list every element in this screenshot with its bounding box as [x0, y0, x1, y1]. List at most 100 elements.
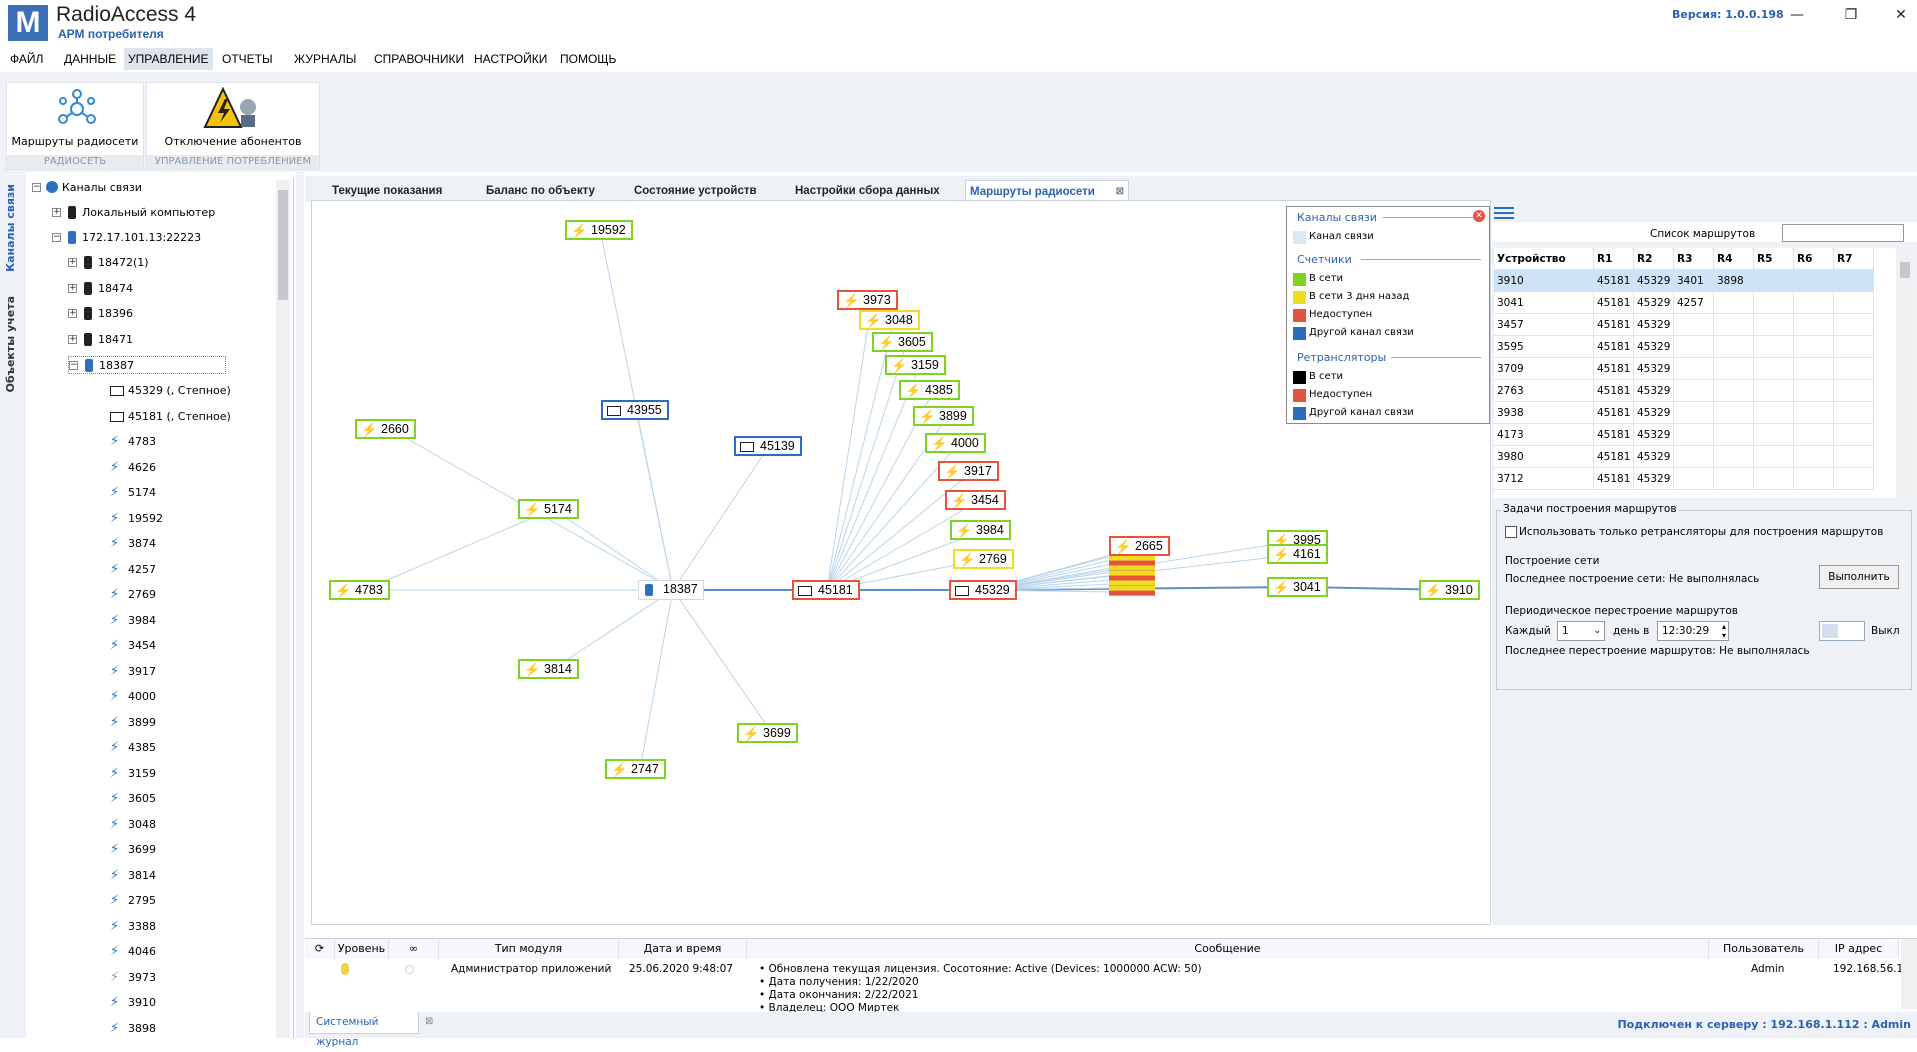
routes-cell[interactable]: [1714, 402, 1754, 424]
routes-cell[interactable]: [1834, 270, 1874, 292]
collapse-icon[interactable]: −: [69, 360, 78, 370]
routes-cell[interactable]: 4173: [1494, 424, 1594, 446]
routes-cell[interactable]: [1754, 424, 1794, 446]
restore-button[interactable]: ❐: [1844, 7, 1858, 23]
graph-node[interactable]: ⚡3159: [885, 355, 946, 375]
routes-cell[interactable]: 3898: [1714, 270, 1754, 292]
routes-cell[interactable]: [1674, 468, 1714, 490]
routes-cell[interactable]: 3938: [1494, 402, 1594, 424]
routes-button[interactable]: Маршруты радиосети: [11, 135, 139, 148]
time-input[interactable]: 12:30:29 ▴▾: [1657, 621, 1729, 641]
routes-cell[interactable]: [1674, 424, 1714, 446]
log-col-datetime[interactable]: Дата и время: [619, 939, 747, 959]
routes-cell[interactable]: [1794, 402, 1834, 424]
scroll-thumb[interactable]: [278, 190, 288, 300]
routes-cell[interactable]: [1754, 336, 1794, 358]
graph-node[interactable]: ⚡5174: [518, 499, 579, 519]
routes-cell[interactable]: 45329: [1634, 358, 1674, 380]
close-tab-icon[interactable]: ⊠: [425, 1016, 434, 1027]
graph-node[interactable]: ⚡3814: [518, 659, 579, 679]
routes-cell[interactable]: 4257: [1674, 292, 1714, 314]
routes-scrollbar[interactable]: [1897, 248, 1913, 498]
graph-node[interactable]: ⚡2665: [1109, 536, 1170, 556]
routes-cell[interactable]: 45329: [1634, 402, 1674, 424]
routes-cell[interactable]: [1794, 358, 1834, 380]
routes-cell[interactable]: [1714, 292, 1754, 314]
routes-cell[interactable]: 3709: [1494, 358, 1594, 380]
routes-cell[interactable]: [1674, 336, 1714, 358]
only-repeaters-checkbox[interactable]: [1505, 526, 1517, 538]
routes-cell[interactable]: 45181: [1594, 424, 1634, 446]
routes-cell[interactable]: [1674, 358, 1714, 380]
routes-cell[interactable]: 45181: [1594, 446, 1634, 468]
expand-icon[interactable]: +: [68, 333, 77, 344]
graph-node[interactable]: ⚡4000: [925, 433, 986, 453]
graph-node[interactable]: ⚡2660: [355, 419, 416, 439]
tree-node[interactable]: −18387: [68, 356, 226, 374]
menu-lines-icon[interactable]: [1494, 205, 1514, 221]
routes-cell[interactable]: [1714, 468, 1754, 490]
graph-node[interactable]: ⚡2747: [605, 759, 666, 779]
routes-cell[interactable]: 45329: [1634, 314, 1674, 336]
routes-cell[interactable]: [1834, 380, 1874, 402]
routes-cell[interactable]: [1754, 358, 1794, 380]
routes-cell[interactable]: 45181: [1594, 270, 1634, 292]
routes-cell[interactable]: [1754, 270, 1794, 292]
close-button[interactable]: ✕: [1895, 7, 1907, 23]
menu-references[interactable]: СПРАВОЧНИКИ: [374, 52, 465, 66]
close-legend-icon[interactable]: ✕: [1473, 210, 1485, 222]
log-col-message[interactable]: Сообщение: [747, 939, 1709, 959]
routes-cell[interactable]: [1674, 314, 1714, 336]
routes-cell[interactable]: [1794, 424, 1834, 446]
routes-cell[interactable]: [1834, 402, 1874, 424]
menu-data[interactable]: ДАННЫЕ: [64, 52, 117, 66]
routes-header-cell[interactable]: R6: [1794, 248, 1834, 270]
graph-node[interactable]: ⚡3973: [837, 290, 898, 310]
routes-cell[interactable]: 45329: [1634, 468, 1674, 490]
graph-node[interactable]: ⚡3917: [938, 461, 999, 481]
splitter[interactable]: [296, 172, 304, 1038]
menu-help[interactable]: ПОМОЩЬ: [560, 52, 617, 66]
routes-header-cell[interactable]: R7: [1834, 248, 1874, 270]
graph-node[interactable]: ⚡4783: [329, 580, 390, 600]
routes-cell[interactable]: 3595: [1494, 336, 1594, 358]
graph-node[interactable]: 45329: [949, 580, 1017, 600]
routes-cell[interactable]: [1714, 358, 1754, 380]
routes-cell[interactable]: 45329: [1634, 270, 1674, 292]
minimize-button[interactable]: —: [1790, 7, 1804, 23]
log-col-module[interactable]: Тип модуля: [439, 939, 619, 959]
periodic-toggle[interactable]: [1819, 621, 1865, 641]
expand-icon[interactable]: +: [68, 257, 77, 267]
routes-header-cell[interactable]: Устройство: [1494, 248, 1594, 270]
routes-cell[interactable]: 45329: [1634, 380, 1674, 402]
routes-cell[interactable]: [1834, 336, 1874, 358]
routes-cell[interactable]: 3712: [1494, 468, 1594, 490]
routes-cell[interactable]: [1794, 314, 1834, 336]
routes-cell[interactable]: [1834, 292, 1874, 314]
close-tab-icon[interactable]: ⊠: [1115, 186, 1124, 197]
routes-cell[interactable]: 3980: [1494, 446, 1594, 468]
routes-cell[interactable]: 45329: [1634, 446, 1674, 468]
log-col-level[interactable]: Уровень: [335, 939, 389, 959]
routes-cell[interactable]: [1834, 358, 1874, 380]
routes-cell[interactable]: [1714, 336, 1754, 358]
routes-cell[interactable]: 45181: [1594, 380, 1634, 402]
menu-control[interactable]: УПРАВЛЕНИЕ: [124, 48, 213, 70]
log-col-user[interactable]: Пользователь: [1709, 939, 1819, 959]
routes-cell[interactable]: [1754, 380, 1794, 402]
routes-cell[interactable]: 45181: [1594, 358, 1634, 380]
routes-cell[interactable]: [1834, 314, 1874, 336]
routes-cell[interactable]: [1794, 270, 1834, 292]
routes-cell[interactable]: [1834, 424, 1874, 446]
log-col-ip[interactable]: IP адрес: [1819, 939, 1899, 959]
menu-reports[interactable]: ОТЧЕТЫ: [222, 52, 273, 66]
menu-file[interactable]: ФАЙЛ: [10, 52, 44, 66]
graph-node[interactable]: 45181: [792, 580, 860, 600]
routes-cell[interactable]: [1714, 446, 1754, 468]
routes-cell[interactable]: [1834, 468, 1874, 490]
graph-node[interactable]: ⚡3454: [945, 490, 1006, 510]
glasses-icon[interactable]: ∞: [389, 939, 439, 959]
graph-node[interactable]: ⚡3048: [859, 310, 920, 330]
routes-cell[interactable]: 45329: [1634, 336, 1674, 358]
refresh-icon[interactable]: ⟳: [305, 939, 335, 959]
